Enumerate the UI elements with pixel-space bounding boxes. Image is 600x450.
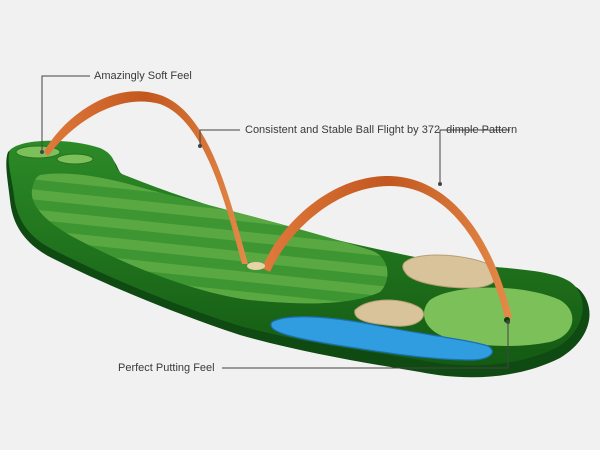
callout-soft-feel: Amazingly Soft Feel (94, 70, 192, 82)
sand-bunker-large (402, 254, 499, 289)
callout-ball-flight: Consistent and Stable Ball Flight by 372… (245, 124, 518, 136)
sand-bunker-small (354, 299, 425, 327)
putting-feel-marker (506, 320, 510, 324)
putting-feel-leader (222, 322, 509, 369)
ball-flight-marker-left (198, 144, 202, 148)
putting-green (424, 287, 573, 346)
water-hazard (270, 316, 493, 361)
ball-landing-icon (247, 262, 265, 270)
ball-flight-leader-left (199, 129, 240, 146)
soft-feel-leader (41, 75, 90, 152)
callout-putting-feel: Perfect Putting Feel (118, 362, 215, 374)
soft-feel-marker (40, 150, 44, 154)
ball-flight-leader-right (439, 129, 510, 184)
tee-box-secondary (56, 153, 94, 165)
ball-flight-marker-right (438, 182, 442, 186)
tee-shot-trajectory (44, 91, 248, 265)
